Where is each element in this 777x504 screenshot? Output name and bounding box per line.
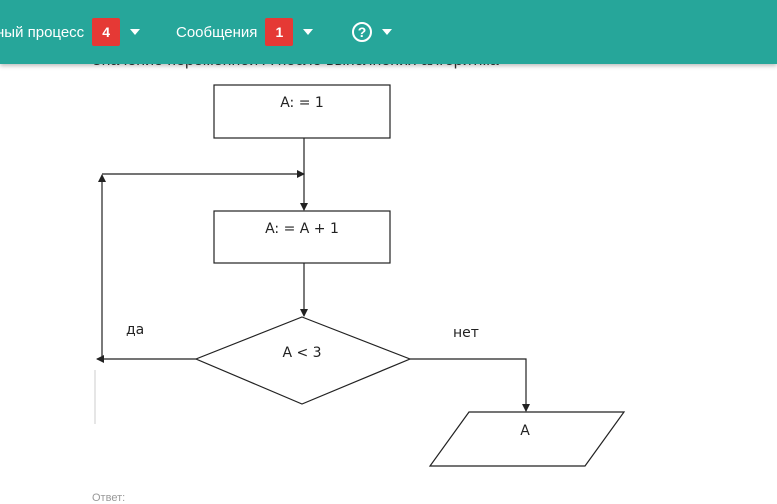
increment-process-box [213, 210, 391, 264]
output-parallelogram [428, 411, 626, 467]
init-process-text: A: = 1 [280, 95, 324, 111]
chevron-down-icon [303, 29, 314, 35]
increment-process-text: A: = A + 1 [265, 221, 339, 237]
nav-process-menu[interactable]: ный процесс 4 [0, 0, 141, 64]
nav-messages-label: Сообщения [176, 23, 258, 41]
messages-count-badge: 1 [265, 18, 294, 46]
chevron-down-icon [130, 29, 141, 35]
nav-process-label: ный процесс [0, 23, 85, 41]
nav-messages-menu[interactable]: Сообщения 1 [176, 0, 314, 64]
process-count-badge: 4 [92, 18, 121, 46]
init-process-box [213, 84, 391, 139]
help-icon: ? [352, 22, 372, 42]
yes-label: да [126, 322, 144, 338]
chevron-down-icon [382, 29, 392, 35]
condition-text: A < 3 [282, 345, 321, 361]
condition-diamond [194, 316, 412, 405]
output-text: A [520, 423, 530, 439]
connector-no-branch [410, 358, 530, 412]
nav-help-menu[interactable]: ? [352, 0, 392, 64]
no-label: нет [453, 325, 479, 341]
top-navigation-bar: ный процесс 4 Сообщения 1 ? [0, 0, 777, 64]
answer-label: Ответ: [92, 492, 126, 504]
